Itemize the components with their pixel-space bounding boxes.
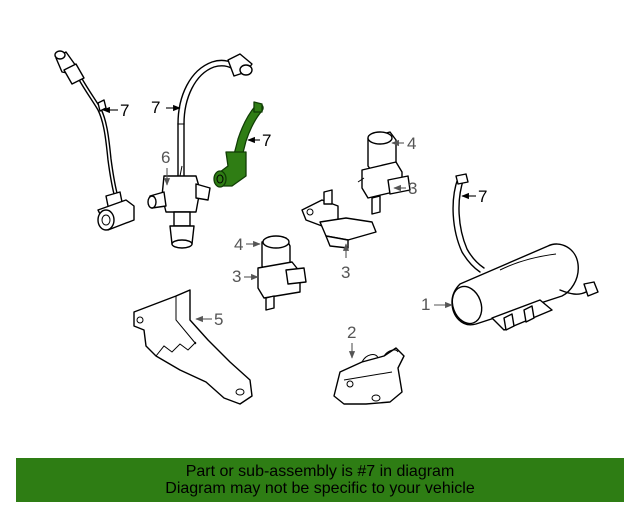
- hose-center[interactable]: [177, 53, 253, 177]
- svg-text:2: 2: [347, 323, 356, 342]
- svg-text:3: 3: [341, 263, 350, 282]
- info-banner: Part or sub-assembly is #7 in diagram Di…: [16, 458, 624, 502]
- banner-line-1: Part or sub-assembly is #7 in diagram: [185, 463, 455, 480]
- svg-text:4: 4: [234, 235, 243, 254]
- valve[interactable]: [147, 165, 211, 249]
- callout-pump: 1: [421, 295, 453, 314]
- hose-right[interactable]: [452, 173, 485, 273]
- callout-bracket-center: 3: [341, 243, 350, 282]
- callout-hose-right: 7: [461, 187, 487, 206]
- callout-connector-lower: 3: [232, 267, 259, 286]
- hose-highlighted[interactable]: [213, 101, 264, 188]
- pump[interactable]: [447, 243, 599, 331]
- parts-diagram: 7 7 6 7: [54, 50, 599, 405]
- svg-text:7: 7: [151, 98, 160, 117]
- callout-connector-upper: 3: [393, 179, 417, 198]
- solenoid-lower[interactable]: [257, 235, 307, 311]
- svg-text:6: 6: [161, 148, 170, 167]
- svg-text:7: 7: [262, 131, 271, 150]
- svg-text:5: 5: [214, 310, 223, 329]
- svg-text:1: 1: [421, 295, 430, 314]
- bracket-center[interactable]: [301, 189, 377, 249]
- callout-bracket-large: 5: [195, 310, 223, 329]
- hose-left[interactable]: [54, 50, 135, 231]
- callout-solenoid-upper: 4: [391, 134, 416, 153]
- svg-text:3: 3: [232, 267, 241, 286]
- callout-solenoid-lower: 4: [234, 235, 261, 254]
- callout-valve: 6: [161, 148, 170, 186]
- callout-mount: 2: [347, 323, 356, 359]
- solenoid-upper[interactable]: [357, 131, 411, 215]
- callout-hose-center: 7: [151, 98, 181, 117]
- svg-text:7: 7: [120, 101, 129, 120]
- bracket-large[interactable]: [133, 289, 253, 405]
- banner-line-2: Diagram may not be specific to your vehi…: [165, 480, 475, 497]
- svg-text:4: 4: [407, 134, 416, 153]
- mount[interactable]: [333, 347, 405, 405]
- svg-text:7: 7: [478, 187, 487, 206]
- callout-hose-highlighted: 7: [247, 131, 271, 150]
- callout-hose-left: 7: [102, 101, 129, 120]
- svg-text:3: 3: [408, 179, 417, 198]
